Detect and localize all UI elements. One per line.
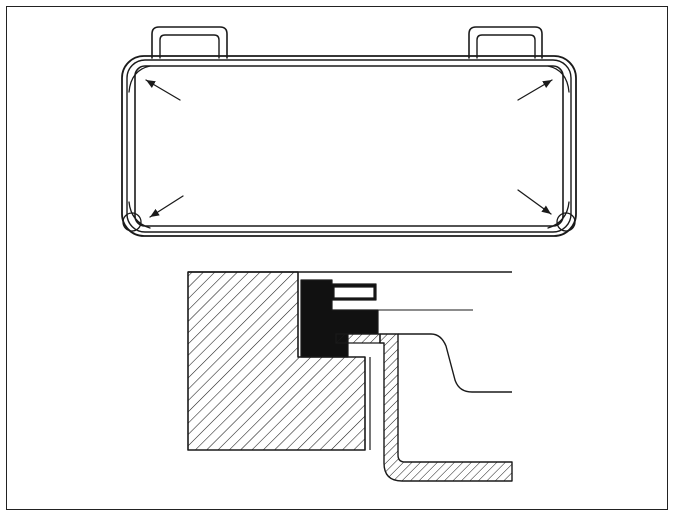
hatched-tray-wall (379, 333, 513, 482)
arrow-top-right (517, 79, 553, 101)
hatched-flange (335, 333, 381, 344)
seal-block (300, 279, 379, 358)
corner-bead-bottom-right (556, 212, 576, 232)
tray-profile-curve (398, 333, 512, 393)
arrow-top-left (145, 79, 181, 101)
arrow-bottom-left (149, 195, 184, 218)
corner-fillet-bottom-left (128, 201, 151, 229)
tray-outer-rim (121, 55, 577, 237)
tray-inner-rim (126, 59, 572, 233)
tray-panel (134, 65, 564, 227)
corner-fillet-bottom-right (547, 201, 570, 229)
top-view (121, 26, 577, 237)
seal-slot (333, 286, 375, 299)
corner-bead-bottom-left (122, 212, 142, 232)
section-view (187, 271, 513, 482)
right-handle (468, 26, 543, 59)
corner-fillet-top-right (547, 65, 570, 93)
corner-fillet-top-left (128, 65, 151, 93)
left-handle (151, 26, 228, 59)
arrow-bottom-right (517, 189, 552, 215)
